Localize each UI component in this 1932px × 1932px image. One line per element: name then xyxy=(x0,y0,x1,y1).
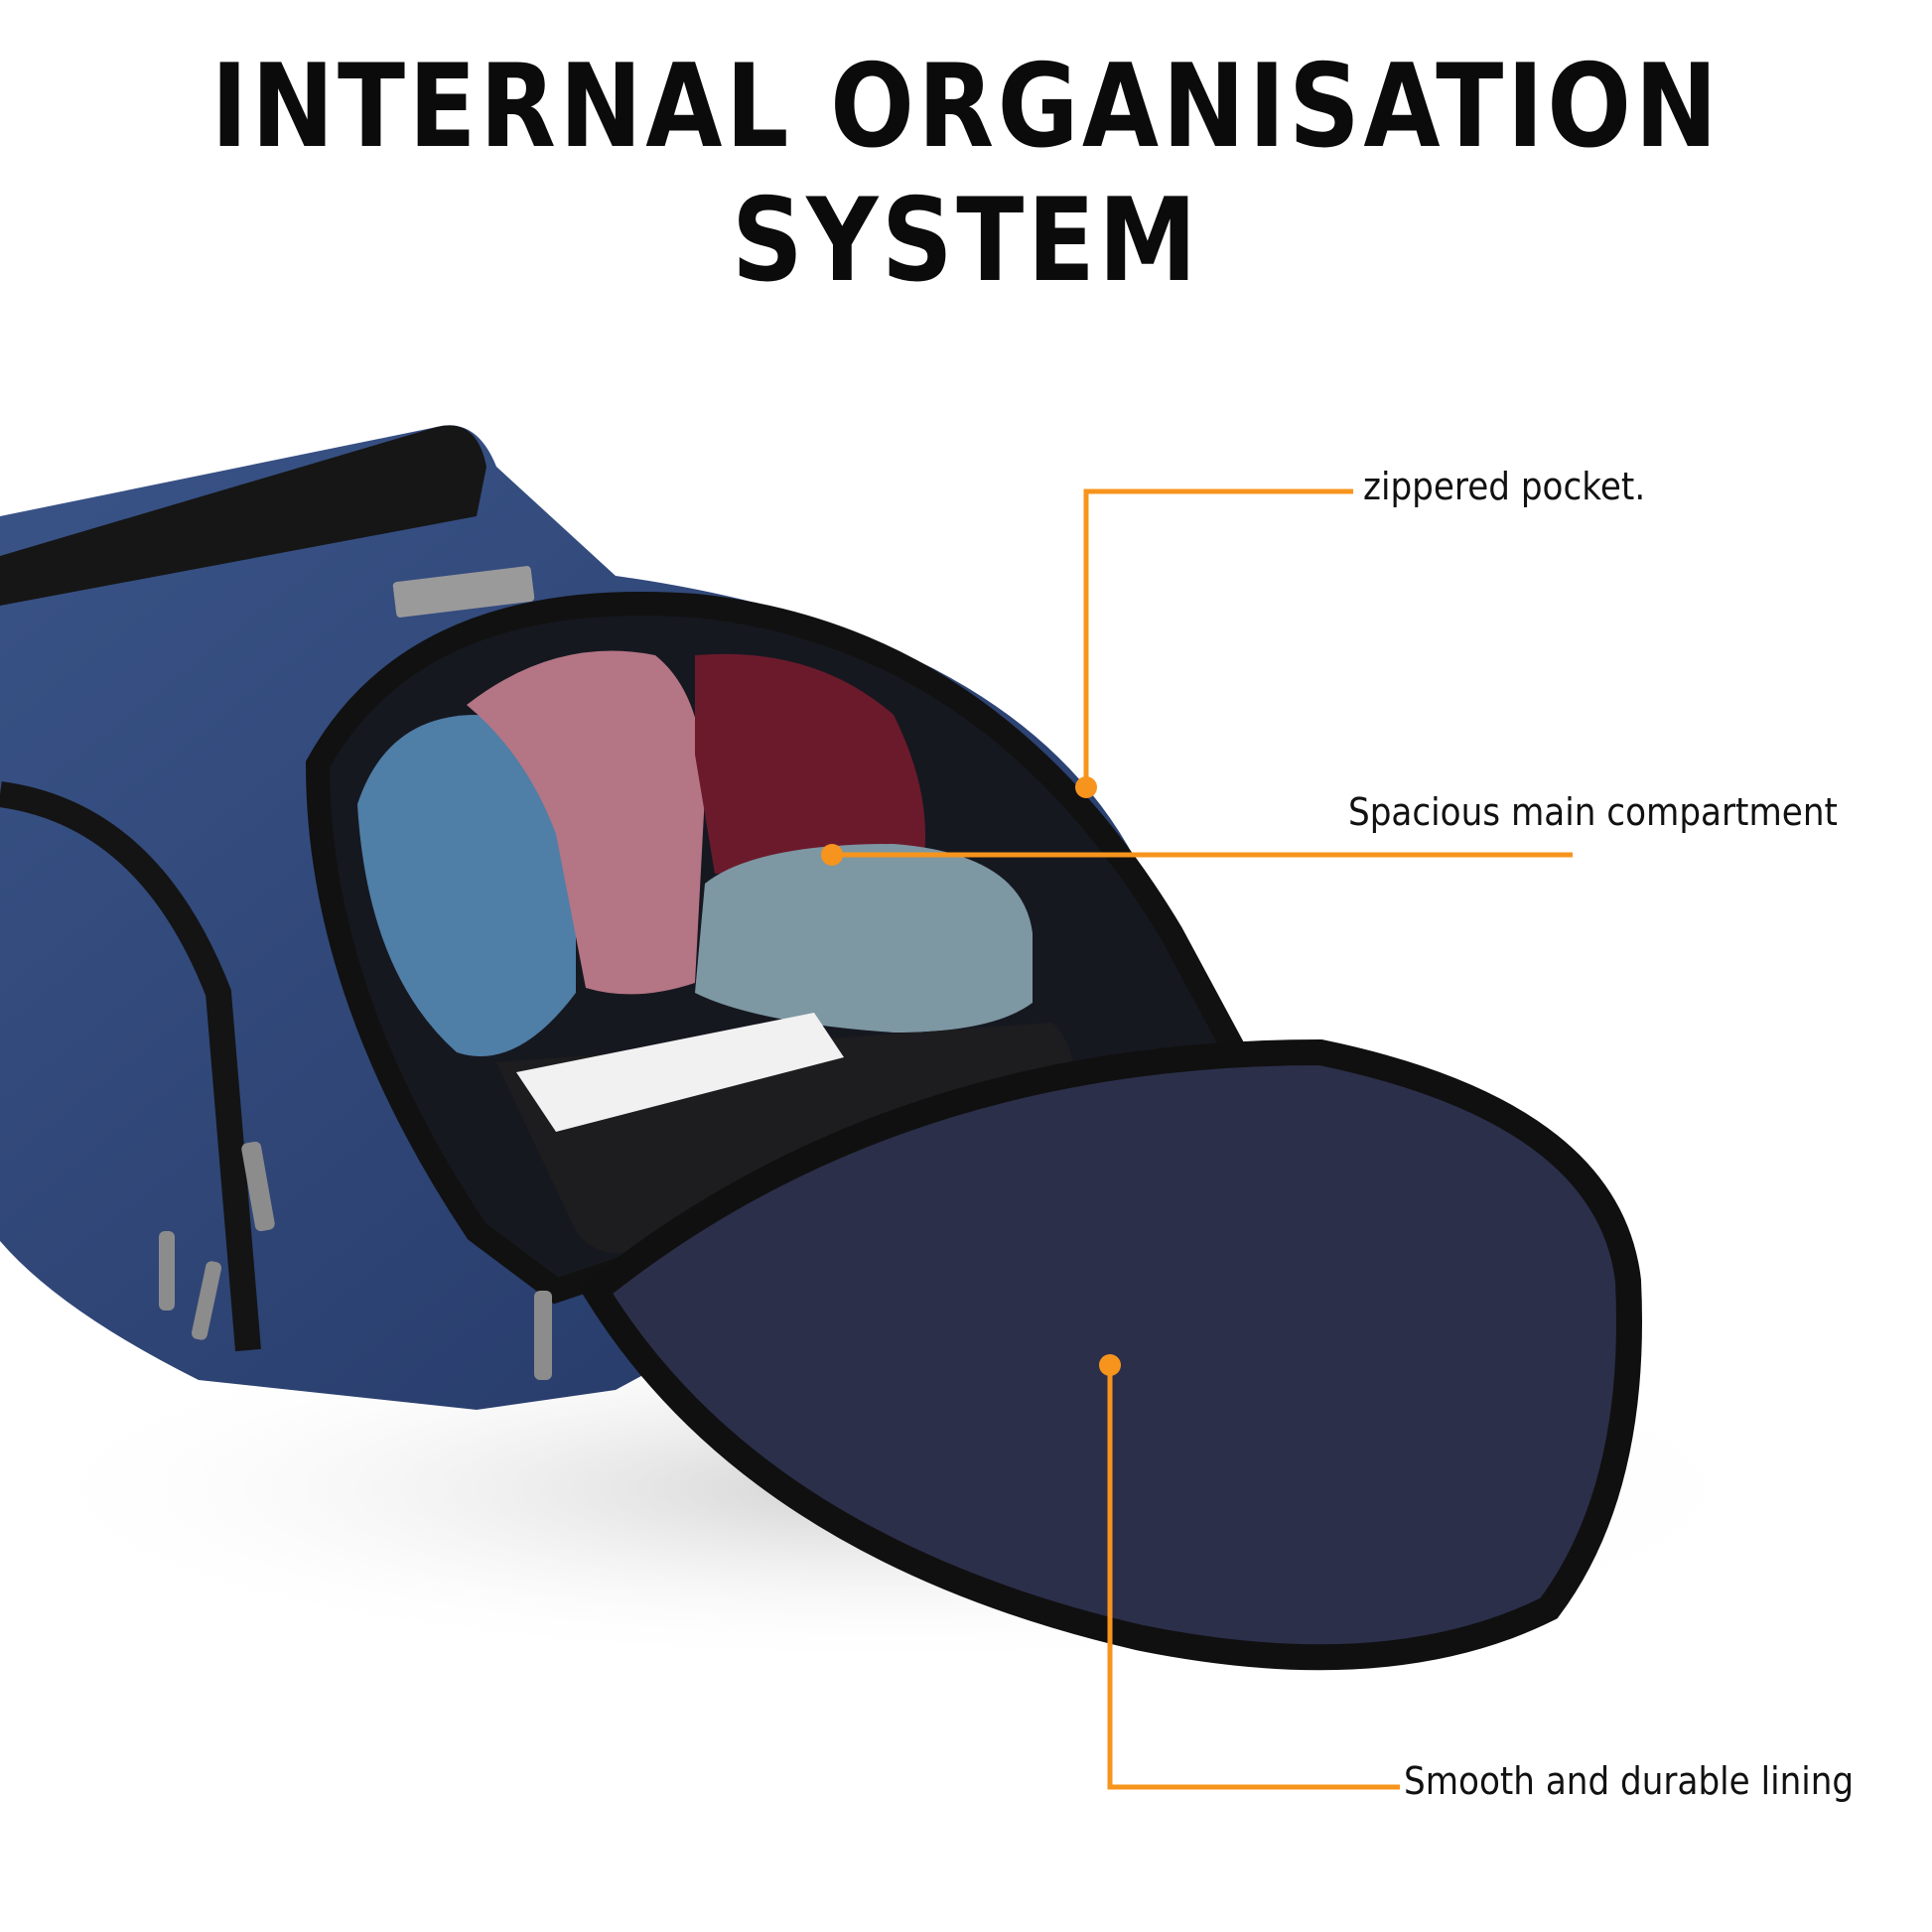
callout-zippered-pocket-line xyxy=(1083,488,1353,787)
maroon-clothing xyxy=(695,653,925,874)
logo-plate xyxy=(392,566,535,618)
callout-label-lining: Smooth and durable lining xyxy=(1404,1759,1855,1803)
zipper-pull xyxy=(191,1261,222,1340)
pink-clothing xyxy=(467,650,705,995)
top-handle xyxy=(0,425,486,606)
zipper-pull xyxy=(241,1141,275,1232)
callout-label-main-compartment: Spacious main compartment xyxy=(1348,790,1838,834)
denim-clothing xyxy=(357,715,576,1056)
glasses-case xyxy=(695,844,1033,1033)
zipper-pull xyxy=(534,1291,552,1380)
notepad xyxy=(516,1013,844,1132)
callout-label-zippered-pocket: zippered pocket. xyxy=(1363,465,1646,508)
page-title: INTERNAL ORGANISATION SYSTEM xyxy=(210,40,1722,308)
callout-lining-line xyxy=(1107,1365,1400,1790)
zipper-pull xyxy=(159,1231,175,1311)
front-pocket-trim xyxy=(0,781,261,1352)
callout-dot xyxy=(1099,1354,1121,1376)
callout-dot xyxy=(1075,776,1097,798)
callout-dot xyxy=(821,844,843,866)
